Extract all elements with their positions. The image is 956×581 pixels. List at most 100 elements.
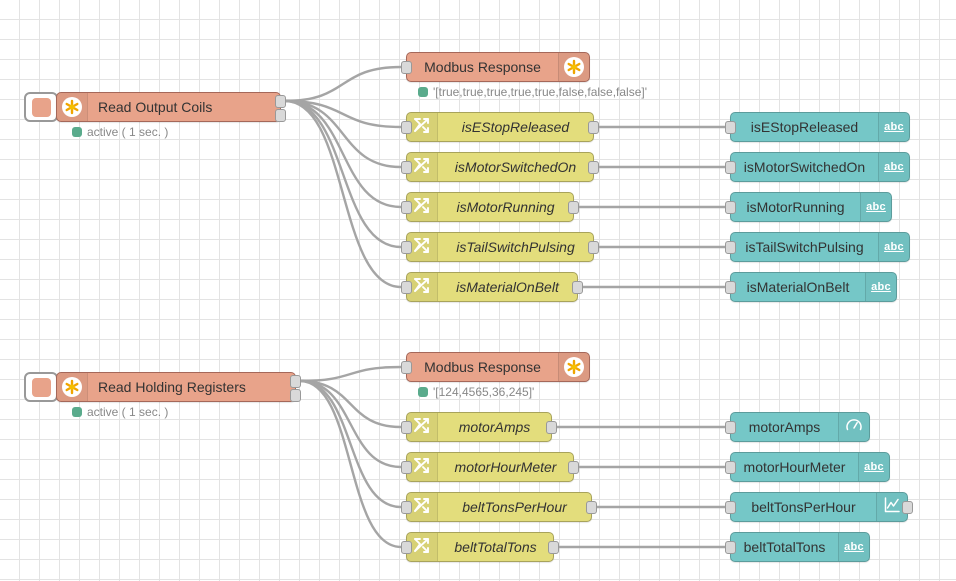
node-status-coils: active ( 1 sec. ) <box>72 125 168 139</box>
input-port[interactable] <box>725 461 736 474</box>
output-port[interactable] <box>568 461 579 474</box>
node-icon <box>838 413 869 441</box>
abc-text-icon: abc <box>884 121 904 133</box>
output-port-2[interactable] <box>275 109 286 122</box>
status-text: active ( 1 sec. ) <box>87 405 169 419</box>
output-port[interactable] <box>548 541 559 554</box>
input-port[interactable] <box>725 241 736 254</box>
output-port-1[interactable] <box>275 95 286 108</box>
node-icon <box>558 53 589 81</box>
wire <box>284 65 402 103</box>
input-port[interactable] <box>401 421 412 434</box>
output-port[interactable] <box>568 201 579 214</box>
input-port[interactable] <box>725 421 736 434</box>
input-port[interactable] <box>725 161 736 174</box>
dashboard-node-label: motorAmps <box>748 419 821 435</box>
change-node-beltTonsPerHour[interactable]: beltTonsPerHour <box>401 492 597 522</box>
dashboard-node-label: isMotorRunning <box>746 199 845 215</box>
status-dot <box>72 127 82 137</box>
change-node-isMaterialOnBelt[interactable]: isMaterialOnBelt <box>401 272 583 302</box>
modbus-response-node-registers[interactable]: Modbus Response <box>401 352 590 382</box>
node-config-chip <box>31 97 51 117</box>
input-port[interactable] <box>725 121 736 134</box>
change-node-motorHourMeter[interactable]: motorHourMeter <box>401 452 579 482</box>
modbus-read-node-registers[interactable]: Read Holding Registers <box>56 372 301 402</box>
output-port-1[interactable] <box>290 375 301 388</box>
output-port[interactable] <box>572 281 583 294</box>
abc-text-icon: abc <box>866 201 886 213</box>
output-port[interactable] <box>588 161 599 174</box>
dashboard-node-label: motorHourMeter <box>743 459 846 475</box>
node-config-chip <box>31 377 51 397</box>
input-port[interactable] <box>401 61 412 74</box>
modbus-response-node-coils[interactable]: Modbus Response <box>401 52 590 82</box>
input-port[interactable] <box>401 281 412 294</box>
input-port[interactable] <box>725 201 736 214</box>
change-node-isMotorRunning[interactable]: isMotorRunning <box>401 192 579 222</box>
input-port[interactable] <box>401 541 412 554</box>
change-node-label: isMaterialOnBelt <box>456 279 559 295</box>
dashboard-node-motorAmps[interactable]: motorAmps <box>725 412 870 442</box>
dashboard-node-label: isMaterialOnBelt <box>746 279 850 295</box>
node-icon: abc <box>878 113 909 141</box>
change-node-isMotorSwitchedOn[interactable]: isMotorSwitchedOn <box>401 152 599 182</box>
modbus-read-node-coils[interactable]: Read Output Coils <box>56 92 286 122</box>
output-port[interactable] <box>588 241 599 254</box>
dashboard-node-label: beltTotalTons <box>743 539 826 555</box>
input-port[interactable] <box>401 161 412 174</box>
status-text: active ( 1 sec. ) <box>87 125 169 139</box>
node-config-tab-coils[interactable] <box>24 92 58 122</box>
node-icon <box>558 353 589 381</box>
change-swap-icon <box>412 235 432 260</box>
change-node-label: motorHourMeter <box>454 459 557 475</box>
node-icon: abc <box>878 153 909 181</box>
dashboard-node-motorHourMeter[interactable]: motorHourMeter abc <box>725 452 890 482</box>
input-port[interactable] <box>401 361 412 374</box>
abc-text-icon: abc <box>864 461 884 473</box>
node-icon: abc <box>858 453 889 481</box>
change-node-motorAmps[interactable]: motorAmps <box>401 412 557 442</box>
node-icon <box>57 93 88 121</box>
output-port[interactable] <box>546 421 557 434</box>
input-port[interactable] <box>401 121 412 134</box>
change-node-label: motorAmps <box>458 419 531 435</box>
change-node-isEStopReleased[interactable]: isEStopReleased <box>401 112 599 142</box>
output-port-2[interactable] <box>290 389 301 402</box>
change-swap-icon <box>412 535 432 560</box>
dashboard-node-isMotorRunning[interactable]: isMotorRunning abc <box>725 192 892 222</box>
node-icon <box>407 233 438 261</box>
change-node-label: isEStopReleased <box>461 119 570 135</box>
node-config-tab-registers[interactable] <box>24 372 58 402</box>
output-port[interactable] <box>586 501 597 514</box>
input-port[interactable] <box>401 201 412 214</box>
node-icon <box>407 153 438 181</box>
input-port[interactable] <box>401 461 412 474</box>
change-node-label: isTailSwitchPulsing <box>456 239 575 255</box>
input-port[interactable] <box>725 281 736 294</box>
node-icon <box>407 273 438 301</box>
change-node-isTailSwitchPulsing[interactable]: isTailSwitchPulsing <box>401 232 599 262</box>
dashboard-node-beltTonsPerHour[interactable]: beltTonsPerHour <box>725 492 913 522</box>
modbus-star-icon <box>564 57 584 77</box>
change-node-label: beltTonsPerHour <box>462 499 567 515</box>
chart-line-icon <box>882 495 902 520</box>
wire <box>299 379 402 429</box>
input-port[interactable] <box>725 541 736 554</box>
node-icon <box>407 413 438 441</box>
node-icon <box>407 113 438 141</box>
change-node-beltTotalTons[interactable]: beltTotalTons <box>401 532 559 562</box>
input-port[interactable] <box>401 501 412 514</box>
node-icon <box>407 193 438 221</box>
change-node-label: isMotorRunning <box>456 199 555 215</box>
output-port[interactable] <box>588 121 599 134</box>
input-port[interactable] <box>725 501 736 514</box>
change-node-label: isMotorSwitchedOn <box>454 159 577 175</box>
output-port[interactable] <box>902 501 913 514</box>
input-port[interactable] <box>401 241 412 254</box>
